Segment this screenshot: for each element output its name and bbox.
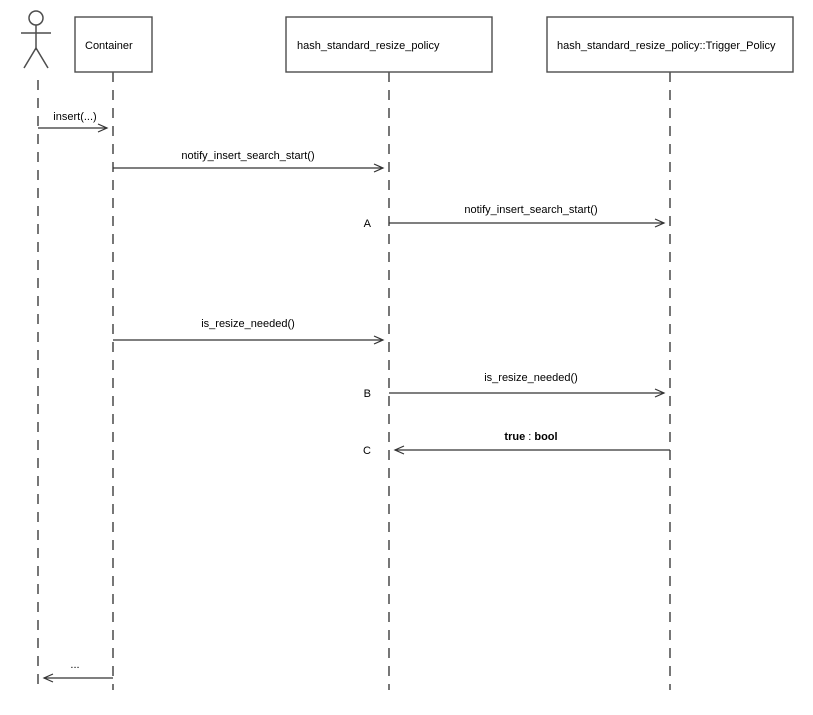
message-label-notify-insert-search-start-1: notify_insert_search_start() <box>181 150 314 162</box>
message-marker-b: B <box>364 388 371 400</box>
message-marker-c: C <box>363 445 371 457</box>
participant-box-rect <box>285 16 493 73</box>
message-label-insert: insert(...) <box>53 111 96 123</box>
participant-label-trigger-policy: hash_standard_resize_policy::Trigger_Pol… <box>557 40 776 52</box>
return-value-text: true <box>504 431 525 443</box>
message-marker-a: A <box>364 218 372 230</box>
participant-label-policy: hash_standard_resize_policy <box>297 40 440 52</box>
message-label-return-ellipsis: ... <box>70 659 79 671</box>
message-return-ellipsis[interactable]: ... <box>42 659 113 683</box>
message-is-resize-needed-1[interactable]: is_resize_needed() <box>113 318 385 345</box>
participant-box-rect <box>74 16 153 73</box>
participant-box-rect <box>546 16 794 73</box>
message-notify-insert-search-start-2[interactable]: A notify_insert_search_start() <box>364 204 666 230</box>
actor-right-leg-icon <box>35 47 49 69</box>
participant-label-container: Container <box>85 40 133 52</box>
message-label-is-resize-needed-2: is_resize_needed() <box>484 372 578 384</box>
message-label-is-resize-needed-1: is_resize_needed() <box>201 318 295 330</box>
participant-box-policy[interactable]: hash_standard_resize_policy <box>285 16 493 73</box>
message-is-resize-needed-2[interactable]: B is_resize_needed() <box>364 372 666 400</box>
actor-figure <box>21 10 51 69</box>
return-type-text: bool <box>534 431 557 443</box>
participant-box-container[interactable]: Container <box>74 16 153 73</box>
actor-left-leg-icon <box>23 47 37 69</box>
message-label-return-true-bool: true : bool <box>504 431 557 443</box>
actor-head-icon <box>28 10 44 26</box>
message-label-notify-insert-search-start-2: notify_insert_search_start() <box>464 204 597 216</box>
message-insert[interactable]: insert(...) <box>38 111 109 133</box>
participant-box-trigger-policy[interactable]: hash_standard_resize_policy::Trigger_Pol… <box>546 16 794 73</box>
message-return-true-bool[interactable]: C true : bool <box>363 431 670 457</box>
message-notify-insert-search-start-1[interactable]: notify_insert_search_start() <box>113 150 385 173</box>
